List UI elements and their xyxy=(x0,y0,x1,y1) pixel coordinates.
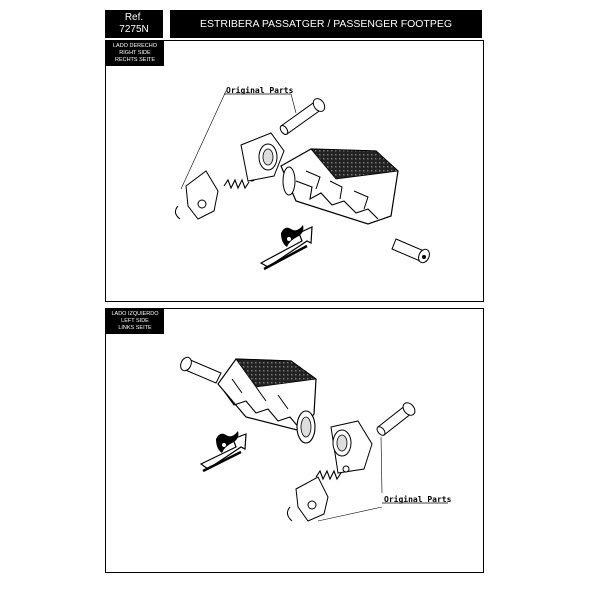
footpeg-mount-block xyxy=(240,132,285,182)
detent-spring xyxy=(315,465,350,481)
footpeg-mount-block xyxy=(330,420,373,474)
mounting-bracket xyxy=(174,170,219,220)
left-side-exploded-drawing: Original Parts xyxy=(180,356,452,522)
left-side-label: LADO IZQUIERDO LEFT SIDE LINKS SEITE xyxy=(106,309,164,334)
outer-pin xyxy=(180,356,222,384)
left-side-panel: LADO IZQUIERDO LEFT SIDE LINKS SEITE xyxy=(105,308,484,573)
side-label-es: LADO IZQUIERDO xyxy=(111,311,159,317)
reference-code: 7275N xyxy=(119,24,149,35)
side-label-de: RECHTS SEITE xyxy=(114,57,156,63)
side-label-en: RIGHT SIDE xyxy=(119,50,151,56)
right-side-panel: LADO DERECHO RIGHT SIDE RECHTS SEITE Ori… xyxy=(105,40,484,302)
side-label-de: LINKS SEITE xyxy=(118,325,152,331)
right-side-exploded-drawing: Original Parts xyxy=(174,85,430,271)
lower-pin xyxy=(391,238,430,264)
original-parts-callout: Original Parts xyxy=(384,494,452,504)
reference-box: Ref. 7275N xyxy=(105,10,163,38)
document-title: ESTRIBERA PASSATGER / PASSENGER FOOTPEG xyxy=(170,10,482,38)
footpeg-body xyxy=(280,148,399,225)
original-parts-callout: Original Parts xyxy=(226,85,294,95)
footpeg-body xyxy=(217,358,318,444)
side-label-es: LADO DERECHO xyxy=(112,43,157,49)
direction-arrow-icon xyxy=(199,431,247,473)
side-label-en: LEFT SIDE xyxy=(121,318,149,324)
upper-pin xyxy=(279,98,326,135)
upper-pin xyxy=(376,402,416,436)
direction-arrow-icon xyxy=(259,225,313,271)
reference-label: Ref. xyxy=(124,12,144,23)
mounting-bracket xyxy=(286,476,329,522)
right-side-label: LADO DERECHO RIGHT SIDE RECHTS SEITE xyxy=(106,41,164,66)
